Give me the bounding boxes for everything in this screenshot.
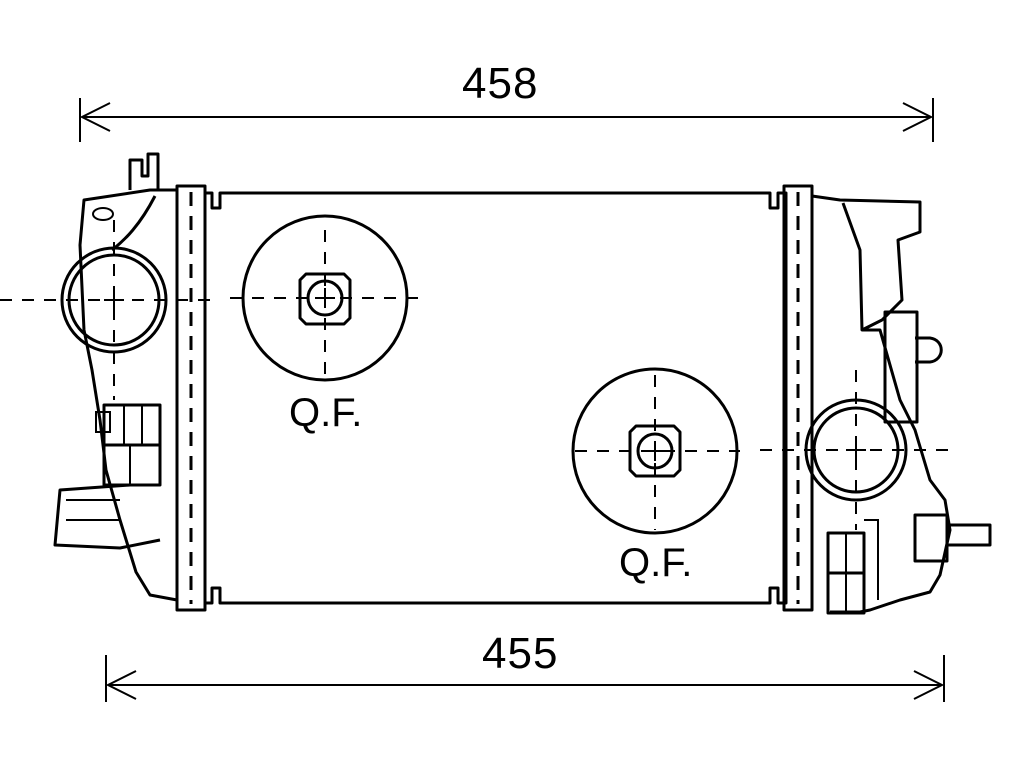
core-outline	[203, 191, 788, 605]
intercooler-core	[203, 191, 788, 605]
left-lower-bracket-ribs	[66, 499, 120, 521]
upper-qf-port	[230, 214, 420, 382]
right-sensor-bracket	[864, 519, 879, 600]
dimension-top-label: 458	[462, 59, 539, 108]
dimension-top-arrow-right	[902, 102, 934, 132]
dimension-bottom	[105, 655, 945, 702]
lower-qf-port	[571, 367, 740, 535]
dimension-top	[79, 98, 934, 142]
left-top-bracket	[128, 152, 160, 190]
right-connector-pin	[947, 523, 992, 547]
left-header-plate	[175, 184, 207, 612]
left-tank-rib	[111, 195, 157, 252]
upper-qf-square-nut	[298, 272, 352, 326]
lower-qf-label: Q.F.	[619, 541, 693, 585]
left-plate-outline	[175, 184, 207, 612]
left-tank-outline	[78, 188, 178, 602]
left-sensor-tab	[95, 411, 111, 433]
dimension-bottom-label: 455	[482, 629, 559, 678]
right-side-bracket	[883, 310, 919, 424]
dimension-bottom-arrow-right	[913, 670, 945, 700]
right-tank-outline	[811, 194, 952, 614]
lower-qf-square-nut	[628, 424, 682, 478]
upper-qf-label: Q.F.	[289, 391, 363, 435]
right-side-lug	[915, 336, 943, 364]
dimension-top-arrow-left	[79, 102, 111, 132]
right-header-plate	[782, 184, 814, 612]
dimension-bottom-arrow-left	[105, 670, 137, 700]
right-end-tank	[760, 194, 992, 615]
left-connector-block-2	[102, 443, 162, 487]
left-end-tank	[0, 152, 210, 602]
left-lower-bracket	[53, 483, 161, 550]
right-connector-block	[913, 513, 949, 563]
right-tank-rib	[841, 202, 864, 331]
right-plate-outline	[782, 184, 814, 612]
left-connector-block-1	[102, 403, 162, 447]
left-mount-hole	[92, 207, 114, 221]
